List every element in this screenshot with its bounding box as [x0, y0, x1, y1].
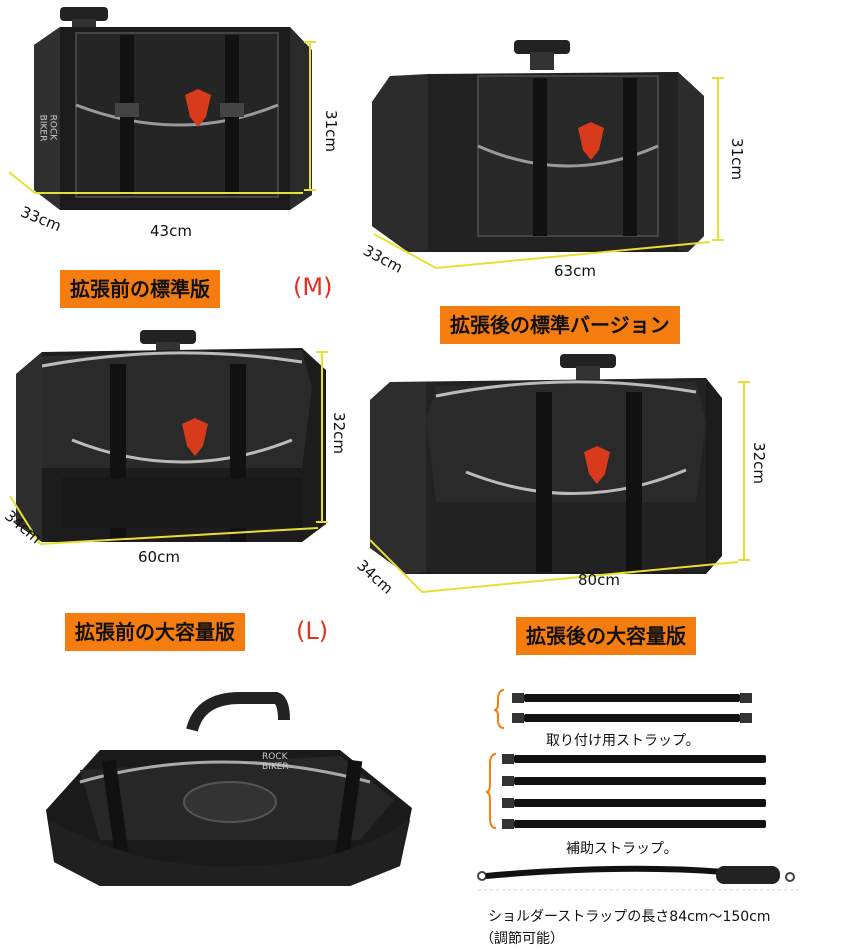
aux-strap-4: [502, 819, 766, 829]
label-m-before: 拡張前の標準版: [60, 270, 220, 308]
bag-3-width: 60cm: [138, 548, 180, 566]
tag-m: (M): [293, 273, 333, 301]
label-l-after: 拡張後の大容量版: [516, 617, 696, 655]
shoulder-strap-caption: ショルダーストラップの長さ84cm〜150cm: [488, 909, 771, 925]
mount-strap-1: [512, 693, 752, 703]
mount-strap-caption: 取り付け用ストラップ。: [546, 733, 700, 749]
aux-strap-1: [502, 754, 766, 764]
label-l-before: 拡張前の大容量版: [65, 613, 245, 651]
bag-l-before-image: [16, 330, 326, 542]
bag-m-before-image: [34, 7, 312, 210]
label-m-after: 拡張後の標準バージョン: [440, 306, 680, 344]
mount-strap-2: [512, 713, 752, 723]
logo-icon: [578, 122, 604, 160]
shoulder-strap: [477, 865, 800, 891]
bag-l-after-image: [370, 354, 722, 574]
aux-strap-3: [502, 798, 766, 808]
bag-2-width: 63cm: [554, 262, 596, 280]
tag-l: (L): [296, 617, 329, 645]
bag-folded-image: [46, 692, 412, 886]
shoulder-strap-note: （調節可能）: [480, 931, 564, 947]
bag-1-width: 43cm: [150, 222, 192, 240]
logo-icon: [185, 89, 211, 127]
bag-m-after-image: [372, 40, 704, 252]
logo-icon: [182, 418, 208, 456]
aux-strap-2: [502, 776, 766, 786]
aux-strap-caption: 補助ストラップ。: [566, 841, 678, 857]
bag-4-width: 80cm: [578, 571, 620, 589]
logo-icon: [584, 446, 610, 484]
